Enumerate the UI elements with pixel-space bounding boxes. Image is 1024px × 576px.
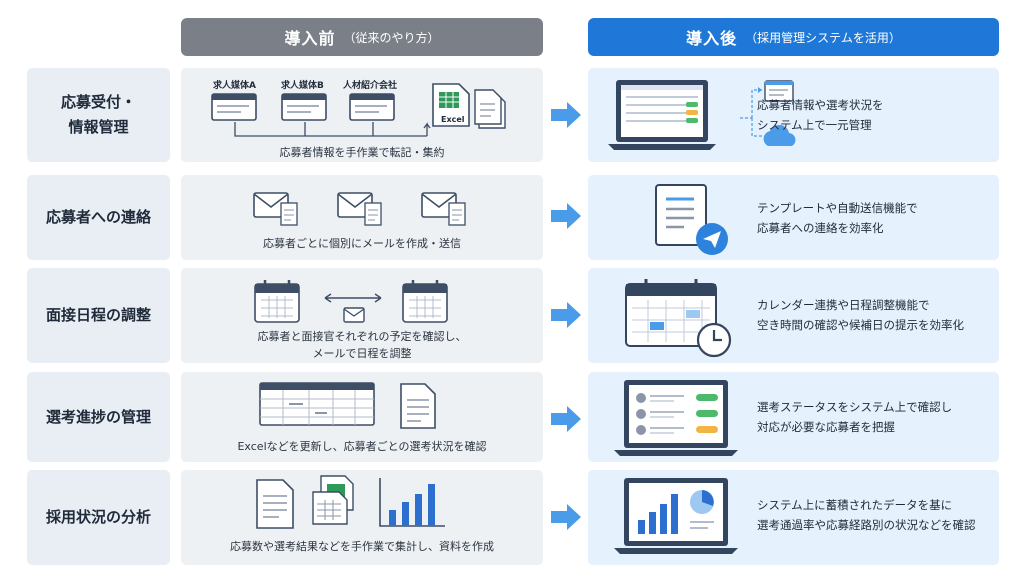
before-panel: 応募者ごとに個別にメールを作成・送信 <box>181 175 543 260</box>
arrow-icon <box>551 504 581 530</box>
excel-file-icon <box>432 83 470 127</box>
after-text-line: システム上で一元管理 <box>757 117 872 132</box>
after-text-line: テンプレートや自動送信機能で <box>757 201 918 215</box>
before-panel: 求人媒体A 求人媒体B 人材紹介会社 <box>181 68 543 162</box>
row-selection-progress: 選考進捗の管理 Excelなどを更新し、応募者ごとの選考状況を確認 <box>0 372 1024 462</box>
before-caption: 応募数や選考結果などを手作業で集計し、資料を作成 <box>181 538 543 555</box>
row-label-line: 選考進捗の管理 <box>45 407 151 426</box>
after-panel: 応募者情報や選考状況を システム上で一元管理 <box>588 68 999 162</box>
row-label-line: 応募受付・ <box>60 93 136 112</box>
before-header-subtitle: （従来のやり方） <box>343 30 440 45</box>
after-header-title: 導入後 <box>686 29 738 48</box>
after-text: テンプレートや自動送信機能で 応募者への連絡を効率化 <box>757 199 993 238</box>
laptop-analytics-icon <box>614 478 738 554</box>
after-text: カレンダー連携や日程調整機能で 空き時間の確認や候補日の提示を効率化 <box>757 296 993 335</box>
row-applicant-contact: 応募者への連絡 応募者ごとに個別にメールを作成・送信 <box>0 175 1024 260</box>
after-text-line: システム上に蓄積されたデータを基に <box>757 498 953 512</box>
cloud-icon <box>763 124 796 146</box>
caption-line: 応募数や選考結果などを手作業で集計し、資料を作成 <box>230 540 494 553</box>
after-header: 導入後 （採用管理システムを活用） <box>588 18 999 56</box>
calendar-icon <box>625 279 732 358</box>
calendar-icon <box>402 280 448 323</box>
after-text-line: 応募者情報や選考状況を <box>757 98 884 112</box>
bar-chart-icon <box>379 478 445 527</box>
before-caption: 応募者ごとに個別にメールを作成・送信 <box>181 235 543 252</box>
media-label-b: 求人媒体B <box>281 81 324 91</box>
browser-window-icon <box>281 93 327 121</box>
document-icon <box>655 184 728 255</box>
row-label-line: 面接日程の調整 <box>45 306 151 325</box>
arrow-icon <box>551 406 581 432</box>
envelope-icon <box>253 192 298 226</box>
document-icon <box>256 479 294 529</box>
media-label-agency: 人材紹介会社 <box>343 81 398 91</box>
caption-line: Excelなどを更新し、応募者ごとの選考状況を確認 <box>237 440 487 453</box>
after-panel: システム上に蓄積されたデータを基に 選考通過率や応募経路別の状況などを確認 <box>588 470 999 565</box>
after-panel: カレンダー連携や日程調整機能で 空き時間の確認や候補日の提示を効率化 <box>588 268 999 363</box>
envelope-icon <box>421 192 466 226</box>
row-label-line: 採用状況の分析 <box>45 508 151 527</box>
after-text-line: 応募者への連絡を効率化 <box>757 220 884 235</box>
calendar-icon <box>254 280 300 323</box>
after-text-line: 空き時間の確認や候補日の提示を効率化 <box>757 317 964 332</box>
arrow-icon <box>551 102 581 128</box>
after-text: 選考ステータスをシステム上で確認し 対応が必要な応募者を把握 <box>757 398 993 437</box>
before-panel: 応募者と面接官それぞれの予定を確認し、 メールで日程を調整 <box>181 268 543 363</box>
caption-line: 応募者ごとに個別にメールを作成・送信 <box>263 237 461 250</box>
document-icon <box>474 89 506 129</box>
envelope-icon <box>343 307 365 323</box>
after-panel: テンプレートや自動送信機能で 応募者への連絡を効率化 <box>588 175 999 260</box>
before-panel: Excelなどを更新し、応募者ごとの選考状況を確認 <box>181 372 543 462</box>
after-header-subtitle: （採用管理システムを活用） <box>745 30 901 45</box>
caption-line: 応募者と面接官それぞれの予定を確認し、 <box>257 330 467 343</box>
caption-line: 応募者情報を手作業で転記・集約 <box>279 146 445 159</box>
double-arrow-icon <box>324 293 382 323</box>
spreadsheet-icon <box>312 475 354 525</box>
after-text-line: 選考ステータスをシステム上で確認し <box>757 400 953 414</box>
connector-lines-icon <box>740 87 762 137</box>
before-header: 導入前 （従来のやり方） <box>181 18 543 56</box>
row-label: 面接日程の調整 <box>27 268 170 363</box>
laptop-status-list-icon <box>614 380 738 456</box>
row-label-line: 応募者への連絡 <box>45 208 151 227</box>
after-text: システム上に蓄積されたデータを基に 選考通過率や応募経路別の状況などを確認 <box>757 496 993 535</box>
row-label: 選考進捗の管理 <box>27 372 170 462</box>
after-text-line: カレンダー連携や日程調整機能で <box>757 298 930 312</box>
before-caption: 応募者と面接官それぞれの予定を確認し、 メールで日程を調整 <box>181 328 543 362</box>
before-caption: 応募者情報を手作業で転記・集約 <box>181 144 543 161</box>
before-header-title: 導入前 <box>284 29 336 48</box>
row-label: 採用状況の分析 <box>27 470 170 565</box>
after-panel: 選考ステータスをシステム上で確認し 対応が必要な応募者を把握 <box>588 372 999 462</box>
media-label-a: 求人媒体A <box>213 81 256 91</box>
row-label: 応募受付・情報管理 <box>27 68 170 162</box>
browser-window-icon <box>211 93 257 121</box>
caption-line: メールで日程を調整 <box>312 347 412 361</box>
before-panel: 応募数や選考結果などを手作業で集計し、資料を作成 <box>181 470 543 565</box>
merge-lines-icon <box>234 122 431 137</box>
laptop-dashboard-icon <box>608 80 716 150</box>
row-label: 応募者への連絡 <box>27 175 170 260</box>
after-text-line: 選考通過率や応募経路別の状況などを確認 <box>757 517 976 532</box>
browser-window-icon <box>349 93 395 121</box>
before-caption: Excelなどを更新し、応募者ごとの選考状況を確認 <box>181 438 543 455</box>
browser-window-icon <box>764 80 794 102</box>
row-application-intake: 応募受付・情報管理 求人媒体A 求人媒体B 人材紹介会社 <box>0 68 1024 162</box>
row-interview-scheduling: 面接日程の調整 応募者と面接官それぞれの予定を確認し、 メールで日程を調整 <box>0 268 1024 363</box>
spreadsheet-icon <box>259 382 375 426</box>
arrow-icon <box>551 203 581 229</box>
after-text-line: 対応が必要な応募者を把握 <box>757 419 895 434</box>
excel-label: Excel <box>441 115 465 124</box>
envelope-icon <box>337 192 382 226</box>
row-recruiting-analysis: 採用状況の分析 応募数や選考結果などを手作業で集計し、資料を作成 <box>0 470 1024 565</box>
after-text: 応募者情報や選考状況を システム上で一元管理 <box>757 96 993 135</box>
arrow-icon <box>551 302 581 328</box>
row-label-line: 情報管理 <box>68 118 129 136</box>
document-icon <box>400 383 436 429</box>
